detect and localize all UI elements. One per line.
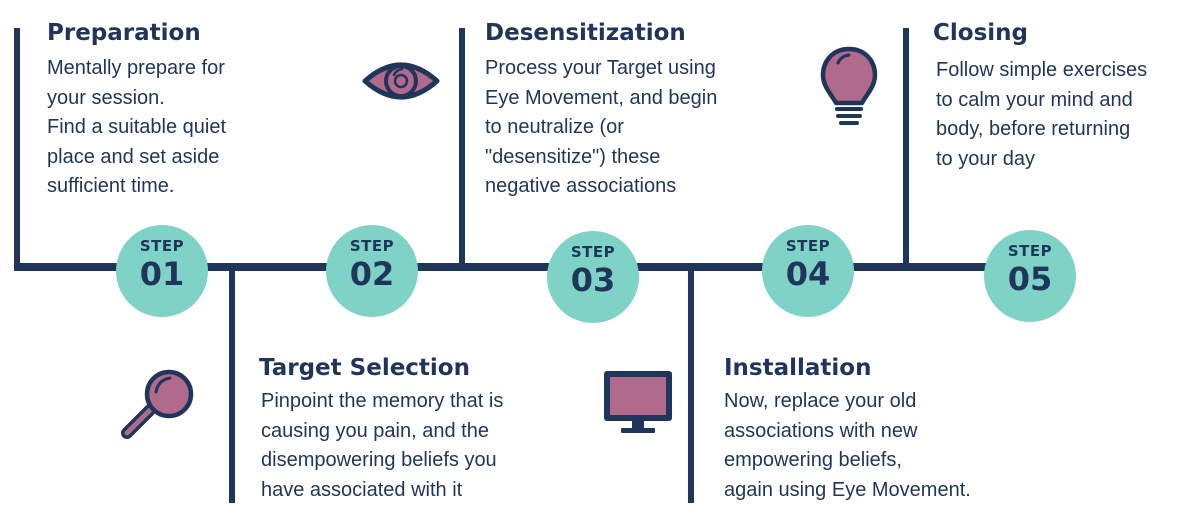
step-circle-02: STEP 02 [326,225,418,317]
step-label: STEP [139,237,185,255]
step-label: STEP [1007,242,1053,260]
step-circle-05: STEP 05 [984,230,1076,322]
step-label: STEP [349,237,395,255]
step-circle-04: STEP 04 [762,225,854,317]
step-number: 03 [570,261,616,299]
step-circle-01: STEP 01 [116,225,208,317]
timeline-axis [14,263,1014,271]
connector-step-03 [459,28,465,268]
step-title-05: Closing [933,20,1028,46]
step-number: 04 [785,255,831,293]
step-description-03: Process your Target using Eye Movement, … [485,57,718,197]
step-label: STEP [785,237,831,255]
step-circle-03: STEP 03 [547,231,639,323]
step-title-02: Target Selection [259,355,470,381]
step-number: 02 [349,255,395,293]
connector-step-05 [903,28,909,268]
connector-step-02 [229,267,235,503]
step-description-01: Mentally prepare for your session. Find … [47,57,227,197]
eye-icon [362,62,440,100]
step-title-03: Desensitization [485,20,686,46]
step-description-02: Pinpoint the memory that is causing you … [261,390,504,501]
connector-step-01 [14,28,20,268]
connector-step-04 [688,267,694,503]
step-description-04: Now, replace your old associations with … [724,390,971,501]
step-number: 05 [1007,260,1053,298]
step-title-01: Preparation [47,20,201,46]
step-title-04: Installation [724,355,872,381]
step-label: STEP [570,243,616,261]
monitor-icon [604,371,672,433]
magnifying-glass-icon [121,369,194,439]
step-number: 01 [139,255,185,293]
step-description-05: Follow simple exercises to calm your min… [936,59,1148,170]
lightbulb-icon [820,46,878,125]
